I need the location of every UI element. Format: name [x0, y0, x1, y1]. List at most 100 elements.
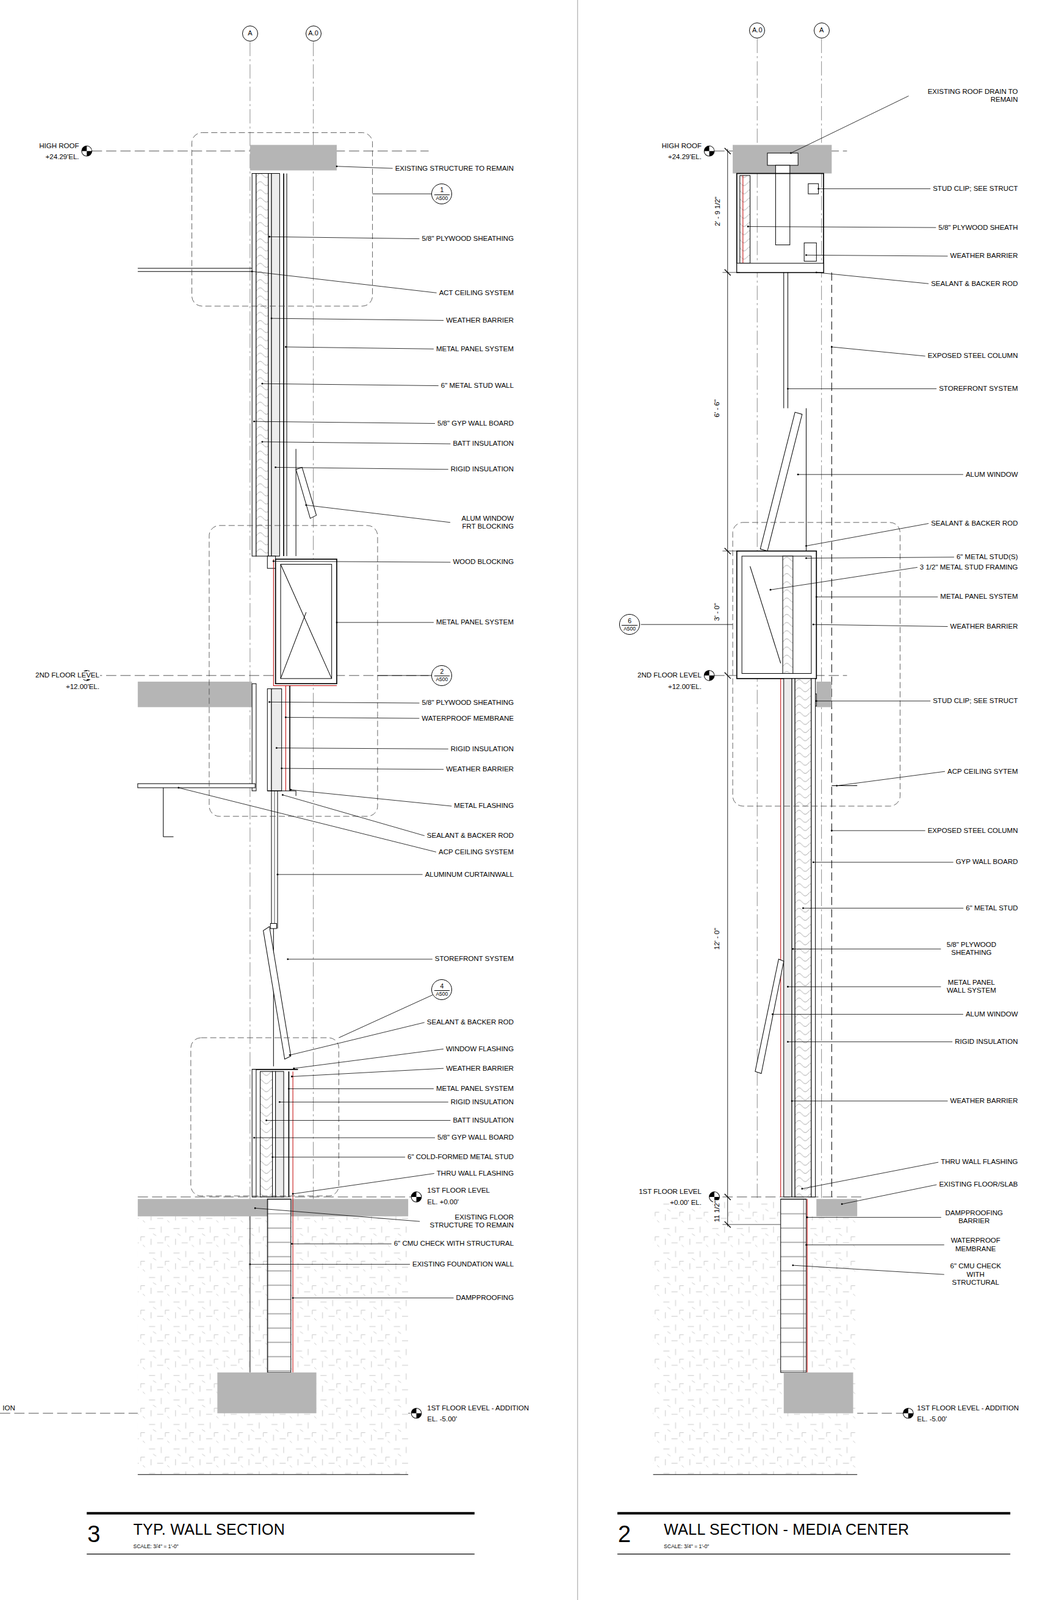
leader-line: [336, 622, 434, 623]
leader-dot: [284, 346, 287, 349]
scale-note: SCALE: 3/4" = 1'-0": [663, 1544, 710, 1551]
callout-note: METAL PANEL SYSTEM: [939, 592, 1019, 601]
callout-note: DAMPPROOFING BARRIER: [943, 1209, 1006, 1226]
callout-note: ALUM WINDOW FRT BLOCKING: [452, 514, 515, 531]
level-label: +24.29'EL.: [667, 153, 703, 162]
grid-name: A.0: [308, 29, 319, 38]
callout-note: RIGID INSULATION: [450, 465, 515, 474]
leader-dot: [278, 1101, 281, 1104]
leader-dot: [254, 1207, 257, 1210]
callout-note: EXISTING FLOOR STRUCTURE TO REMAIN: [421, 1213, 515, 1230]
leader-dot: [287, 1088, 290, 1091]
leader-line: [793, 1265, 945, 1275]
callout-note: RIGID INSULATION: [450, 1098, 515, 1107]
leader-line: [806, 1245, 945, 1246]
callout-note: METAL PANEL SYSTEM: [435, 1085, 515, 1094]
leader-dot: [289, 789, 292, 792]
leader-dot: [280, 768, 283, 770]
callout-note: ALUM WINDOW: [965, 1010, 1019, 1019]
level-label: 1ST FLOOR LEVEL - ADDITION: [916, 1404, 1020, 1413]
leader-dot: [274, 466, 277, 469]
leader-dot: [177, 787, 180, 790]
sheet-number: A500: [435, 991, 448, 998]
leader-line: [292, 1173, 435, 1194]
section-number: 3: [86, 1522, 101, 1549]
leader-dot: [253, 420, 255, 423]
callout-note: SEALANT & BACKER ROD: [930, 519, 1019, 528]
leader-line: [806, 523, 930, 546]
callout-note: BATT INSULATION: [452, 1116, 515, 1125]
leader-dot: [805, 254, 808, 257]
level-label: +0.00' EL.: [669, 1199, 703, 1208]
leader-dot: [290, 1243, 293, 1246]
section-number: 2: [617, 1522, 632, 1549]
leader-dot: [812, 624, 815, 626]
leader-line: [277, 874, 423, 876]
leader-dot: [284, 716, 287, 719]
leader-line: [272, 1157, 406, 1158]
leader-dot: [336, 165, 338, 168]
leader-dot: [786, 1041, 789, 1044]
leader-dot: [841, 1203, 844, 1206]
leader-line: [816, 596, 938, 598]
section-title: TYP. WALL SECTION: [132, 1521, 286, 1540]
callout-note: WOOD BLOCKING: [452, 558, 515, 567]
leader-line: [813, 624, 948, 627]
leader-line: [262, 383, 439, 386]
grid-bubble: A.0: [749, 22, 765, 39]
leader-line: [793, 949, 942, 950]
callout-note: 5/8" PLYWOOD SHEATHING: [420, 699, 515, 708]
detail-callout: 1A500: [431, 183, 453, 205]
leader-dot: [802, 907, 805, 910]
callout-divider: [434, 194, 451, 196]
leader-line: [251, 271, 437, 293]
callout-note: STOREFRONT SYSTEM: [938, 384, 1019, 393]
callout-note: METAL PANEL SYSTEM: [435, 345, 515, 354]
leader-dot: [253, 1137, 255, 1140]
leader-line: [292, 1298, 454, 1299]
callout-note: EXPOSED STEEL COLUMN: [927, 351, 1019, 360]
leader-line: [306, 505, 451, 523]
level-label: HIGH ROOF: [38, 142, 80, 151]
leader-line: [288, 1088, 434, 1090]
level-label: EL. -5.00': [916, 1415, 948, 1424]
leader-line: [797, 474, 964, 476]
leader-dot: [786, 986, 789, 989]
leader-dot: [815, 700, 818, 703]
leader-line: [803, 908, 964, 909]
leader-line: [787, 388, 937, 390]
level-label: +24.29'EL.: [45, 153, 80, 162]
callout-note: EXISTING STRUCTURE TO REMAIN: [394, 164, 515, 173]
callout-note: DAMPPROOFING: [455, 1294, 515, 1303]
leader-line: [806, 254, 949, 257]
level-label: 1ST FLOOR LEVEL: [638, 1188, 703, 1197]
leader-dot: [290, 1076, 293, 1078]
leader-line: [262, 442, 451, 445]
dimension-text: 2' - 9 1/2": [713, 195, 722, 227]
callout-note: STUD CLIP; SEE STRUCT: [932, 184, 1019, 193]
grid-bubble: A.0: [305, 25, 322, 42]
leader-line: [281, 768, 444, 770]
leader-dot: [271, 1156, 274, 1159]
leader-line: [813, 862, 953, 864]
callout-note: ACT CEILING SYSTEM: [438, 289, 515, 298]
level-label: ION: [1, 1404, 16, 1413]
leader-line: [747, 226, 936, 229]
callout-note: WEATHER BARRIER: [445, 765, 515, 774]
leader-dot: [268, 701, 271, 704]
sheet-number: A500: [435, 677, 448, 683]
level-label: +12.00'EL.: [65, 683, 101, 692]
leader-line: [254, 421, 435, 424]
leader-line: [276, 748, 448, 750]
detail-number: 1: [439, 186, 444, 194]
callout-note: STOREFRONT SYSTEM: [434, 955, 515, 964]
callout-note: 3 1/2" METAL STUD FRAMING: [919, 563, 1019, 572]
callout-note: WINDOW FLASHING: [445, 1045, 515, 1054]
leader-dot: [806, 1217, 809, 1219]
callout-note: WATERPROOF MEMBRANE: [420, 714, 515, 723]
sheet-number: A500: [435, 195, 448, 202]
dimension-text: 6' - 6": [713, 398, 722, 418]
grid-bubble: A: [242, 25, 259, 42]
leader-line: [254, 1208, 420, 1222]
detail-callout: 2A500: [431, 665, 453, 687]
